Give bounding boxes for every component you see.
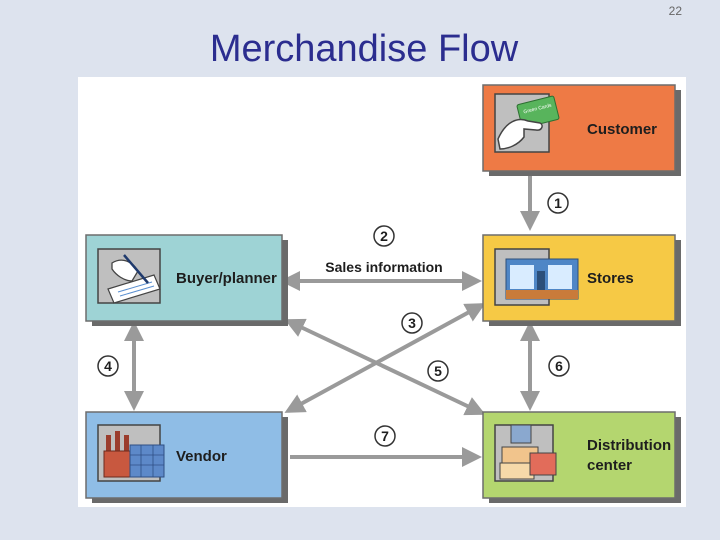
sales-information-label: Sales information [325,259,442,275]
node-label-stores: Stores [587,270,634,287]
step-marker-1: 1 [547,192,569,214]
svg-text:4: 4 [104,358,112,374]
node-label-buyer-planner: Buyer/planner [176,270,277,287]
step-marker-6: 6 [548,355,570,377]
svg-text:3: 3 [408,315,416,331]
credit-card-hand-icon: Green Cards [494,93,560,153]
page-number: 22 [668,4,682,18]
svg-text:6: 6 [555,358,563,374]
node-label-customer: Customer [587,121,657,138]
arrow-stores-vendor [284,303,486,413]
node-stores: Stores [482,234,681,326]
node-customer: Green Cards Customer [482,84,681,176]
step-marker-7: 7 [374,425,396,447]
svg-text:7: 7 [381,428,389,444]
boxes-icon [494,424,557,482]
node-buyer-planner: Buyer/planner [85,234,288,326]
node-label-distribution-line2: center [587,457,632,474]
node-distribution-center: Distribution center [482,411,681,503]
step-marker-5: 5 [427,360,449,382]
step-marker-3: 3 [401,312,423,334]
svg-text:5: 5 [434,363,442,379]
node-vendor: Vendor [85,411,288,503]
step-marker-2: 2 [373,225,395,247]
slide-title: Merchandise Flow [209,28,519,70]
step-marker-4: 4 [97,355,119,377]
node-label-vendor: Vendor [176,448,227,465]
merchandise-flow-diagram: Green Cards Customer Stores [78,77,686,507]
flow-arrows [124,173,540,467]
svg-text:2: 2 [380,228,388,244]
storefront-icon [494,248,579,306]
factory-icon [97,424,165,482]
svg-text:1: 1 [554,195,562,211]
step-markers: 1 2 3 4 5 6 7 [97,192,570,447]
arrow-buyer-distribution [284,318,486,416]
node-label-distribution-line1: Distribution [587,437,671,454]
writing-hand-icon [97,248,161,304]
